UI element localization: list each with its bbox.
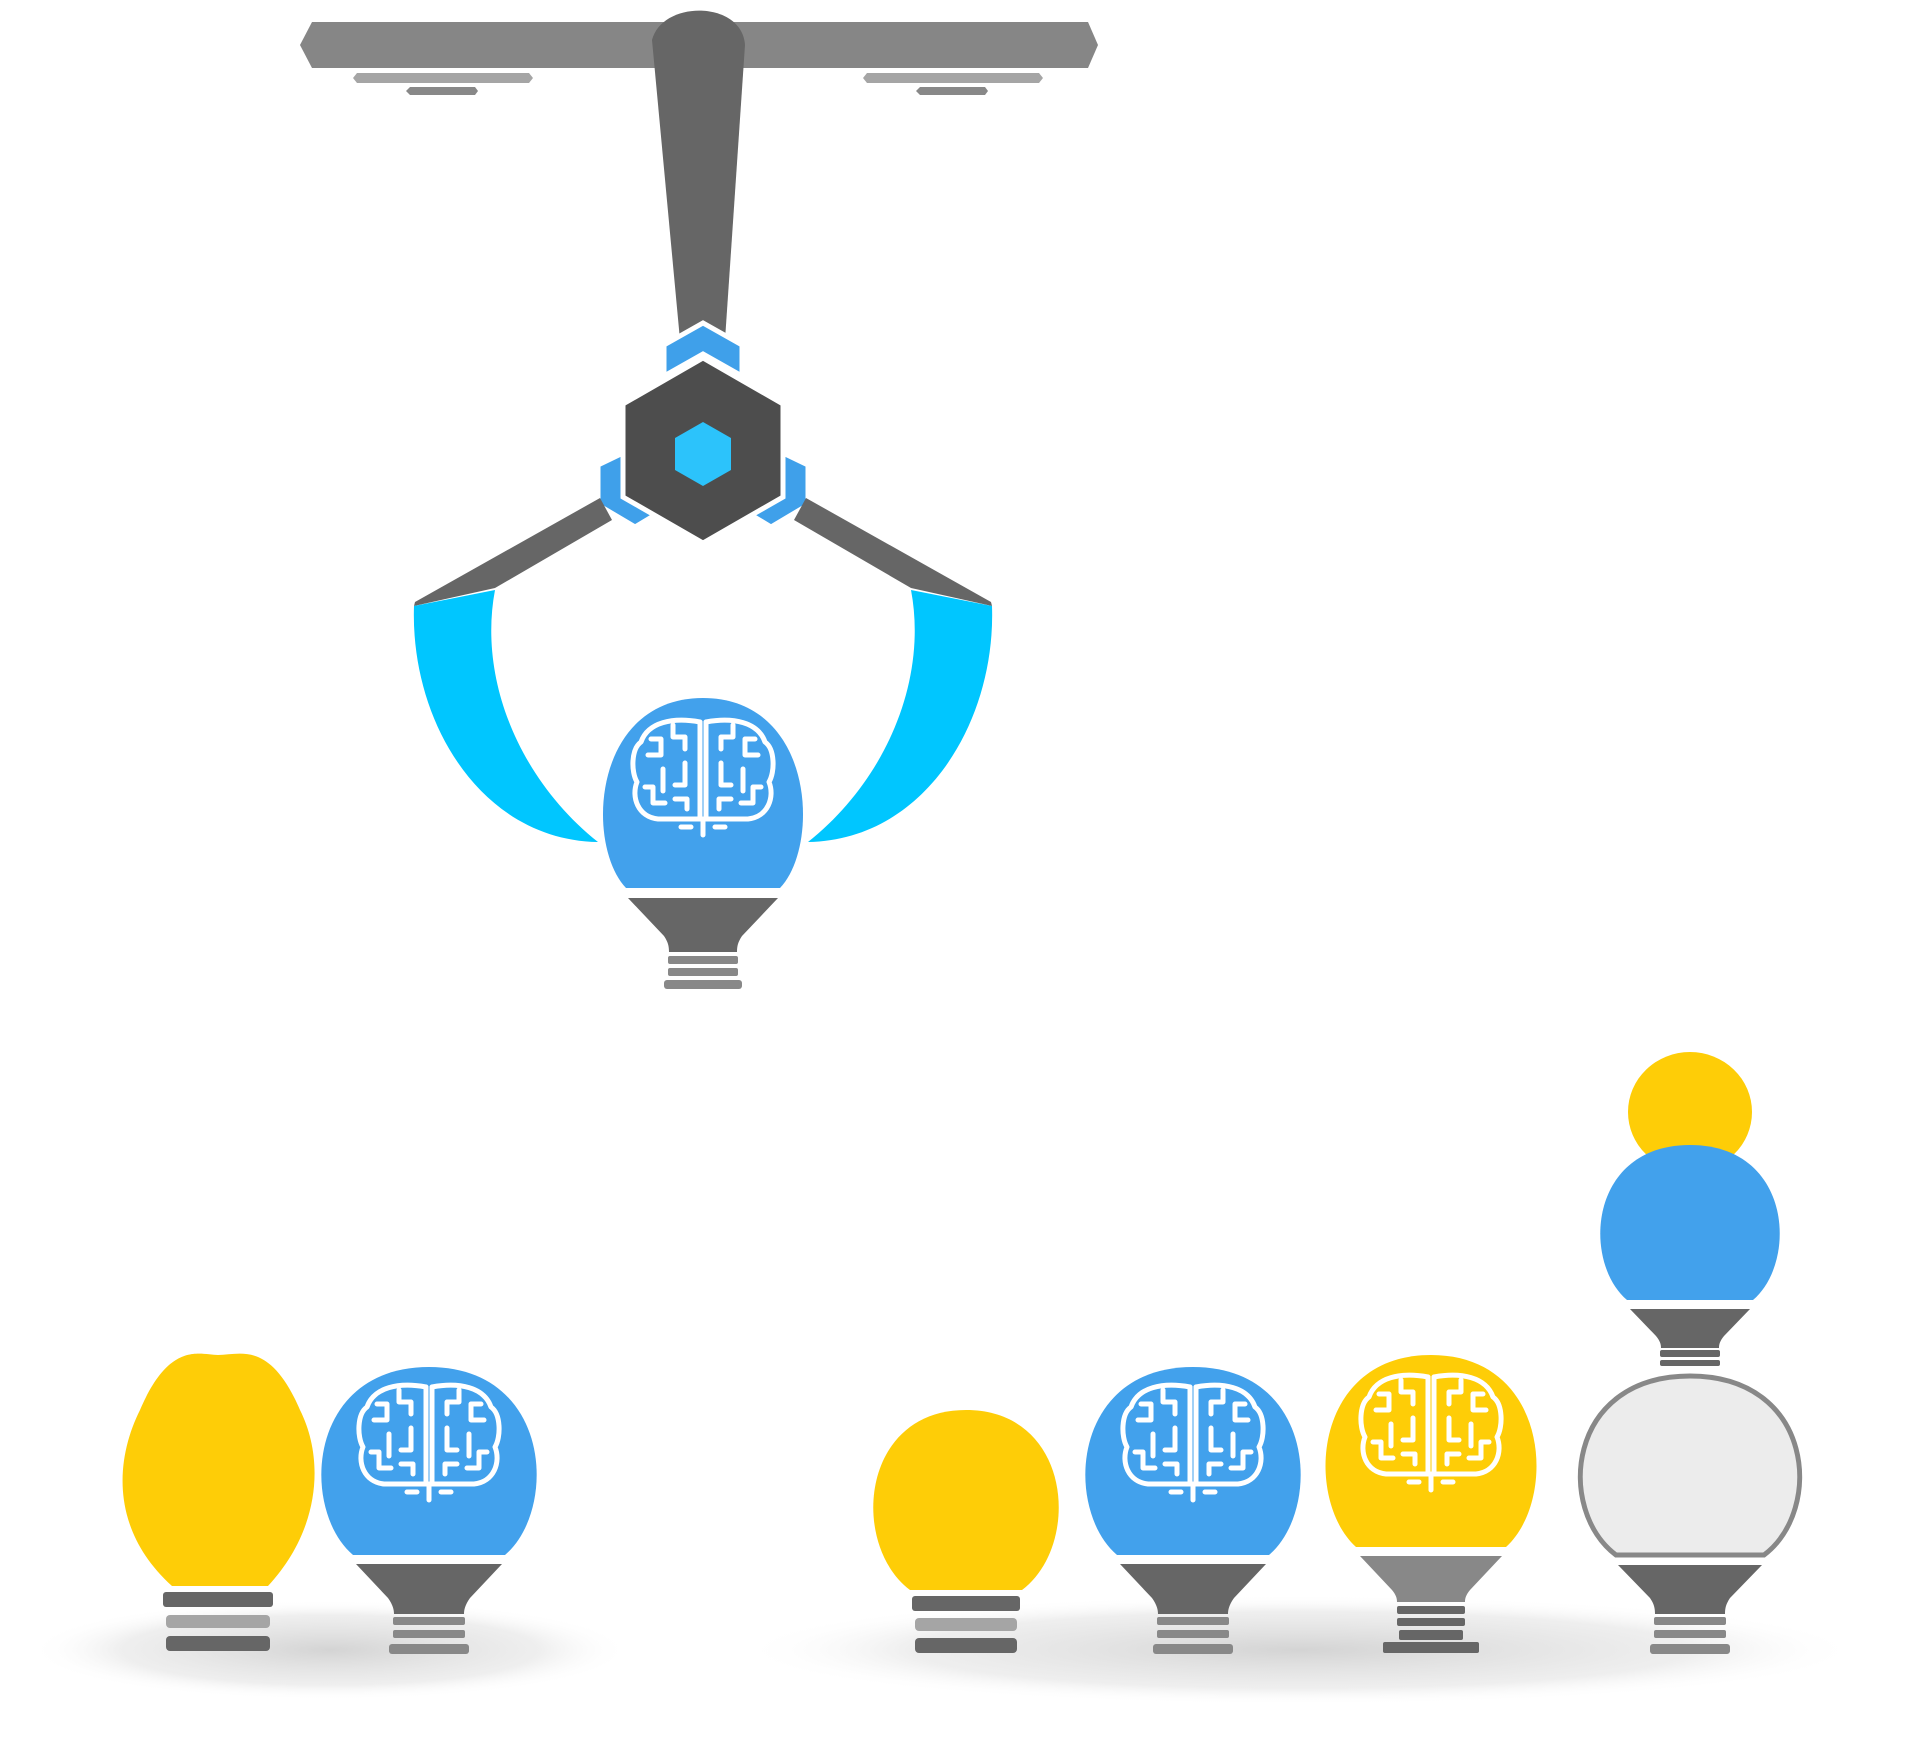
top-chevron-icon (661, 320, 745, 381)
stack-middle-blue-glass (1600, 1145, 1780, 1300)
bulb-1 (122, 1353, 315, 1651)
robotic-claw-icon (300, 10, 1098, 842)
right-claw-finger (808, 590, 993, 842)
ground-shadow-right (740, 1595, 1860, 1705)
bulb-2-neck (356, 1564, 502, 1614)
bulb-4-glass (1085, 1367, 1301, 1555)
bulb-6-stack (1577, 1052, 1803, 1654)
right-claw-finger-arm (794, 498, 992, 606)
rail-light-right-1 (863, 73, 1043, 83)
stack-bottom-neck (1618, 1565, 1762, 1614)
bulb-2 (321, 1367, 537, 1654)
bulb-3 (873, 1410, 1059, 1653)
bulb-held-glass (602, 698, 804, 888)
rail-light-left-2 (406, 87, 478, 95)
rail-light-left-1 (353, 73, 533, 83)
bulb-5-glass (1325, 1355, 1537, 1547)
bulb-5 (1325, 1355, 1537, 1653)
left-claw-finger (413, 590, 598, 842)
rail-light-right-2 (916, 87, 988, 95)
bulb-2-glass (321, 1367, 537, 1555)
bulb-held (602, 698, 804, 989)
bulb-1-glass (122, 1353, 315, 1586)
left-claw-finger-arm (414, 498, 612, 606)
ground-shadow-left (30, 1600, 630, 1700)
stack-middle-neck (1630, 1309, 1750, 1348)
stack-top-yellow-bulb (1628, 1052, 1752, 1172)
stack-bottom-empty-glass (1577, 1373, 1803, 1558)
bulb-3-glass (873, 1410, 1059, 1590)
bulb-4-neck (1120, 1564, 1266, 1614)
bulb-4 (1085, 1367, 1301, 1654)
bulb-held-neck (628, 898, 778, 952)
bulb-5-neck (1360, 1556, 1502, 1602)
claw-arm (652, 10, 745, 340)
hub-core-icon (675, 422, 731, 486)
